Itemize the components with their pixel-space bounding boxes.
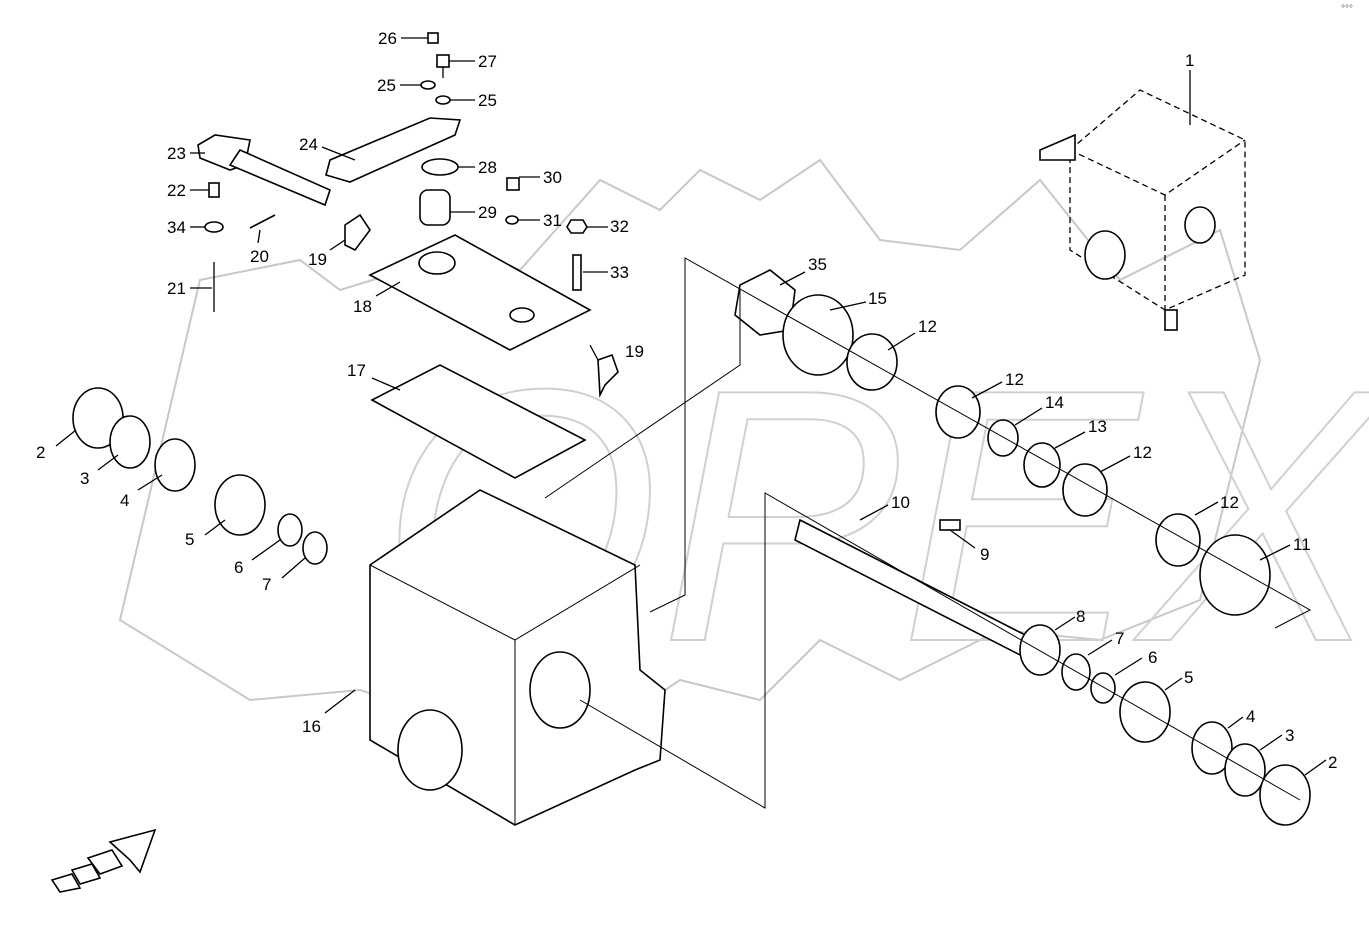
- callout-7: 7: [262, 575, 271, 594]
- part-25-washer: [435, 95, 451, 105]
- part-8-collar: [1019, 624, 1061, 676]
- callout-6: 6: [234, 558, 243, 577]
- part-1-gearbox: [1069, 89, 1246, 311]
- corner-mark: °°°: [1341, 4, 1353, 15]
- callout-12: 12: [1005, 370, 1024, 389]
- callout-4: 4: [120, 491, 129, 510]
- part-7-ring: [302, 531, 328, 565]
- part-17-gasket: [370, 364, 587, 479]
- callout-10: 10: [891, 493, 910, 512]
- assembly-bracket-line: [649, 257, 1312, 629]
- lever-shaft: [228, 148, 331, 207]
- part-30-bolt: [506, 177, 520, 191]
- callouts: 26 27 25 25 24 23 28 30 22 29 31 32 34 2…: [36, 29, 1337, 776]
- callout-2: 2: [36, 443, 45, 462]
- callout-8: 8: [1076, 607, 1085, 626]
- part-6-clip: [1090, 672, 1116, 704]
- callout-24: 24: [299, 135, 318, 154]
- callout-9: 9: [980, 545, 989, 564]
- callout-1: 1: [1185, 51, 1194, 70]
- part-15-gear: [782, 294, 854, 376]
- callout-12: 12: [1220, 493, 1239, 512]
- part-19-fork: [597, 353, 619, 399]
- callout-13: 13: [1088, 417, 1107, 436]
- callout-27: 27: [478, 52, 497, 71]
- part-6-clip: [277, 513, 303, 547]
- callout-31: 31: [543, 211, 562, 230]
- part-12-bearing: [1155, 513, 1201, 567]
- callout-7: 7: [1115, 629, 1124, 648]
- part-26-nut: [427, 32, 439, 44]
- part-33-stud: [572, 254, 582, 291]
- callout-5: 5: [1184, 668, 1193, 687]
- callout-34: 34: [167, 218, 186, 237]
- part-4-ring: [1191, 721, 1233, 775]
- left-bearing-stack: [72, 387, 328, 565]
- shaft-gear-stack: [544, 257, 1312, 826]
- callout-19: 19: [308, 250, 327, 269]
- callout-25: 25: [478, 91, 497, 110]
- callout-23: 23: [167, 144, 186, 163]
- callout-12: 12: [1133, 443, 1152, 462]
- callout-22: 22: [167, 181, 186, 200]
- part-19-fork: [344, 213, 371, 252]
- part-3-circlip: [1224, 743, 1266, 797]
- lever-bracket-assembly: [197, 32, 619, 479]
- part-32-nut: [566, 219, 588, 234]
- callout-6: 6: [1148, 648, 1157, 667]
- part-12-bearing: [846, 333, 898, 391]
- part-24-plate: [325, 117, 462, 183]
- callout-21: 21: [167, 279, 186, 298]
- part-14-spacer: [987, 419, 1019, 457]
- callout-16: 16: [302, 717, 321, 736]
- callout-29: 29: [478, 203, 497, 222]
- part-28-oring: [421, 158, 459, 176]
- callout-17: 17: [347, 361, 366, 380]
- callout-25: 25: [377, 76, 396, 95]
- callout-32: 32: [610, 217, 629, 236]
- part-3-circlip: [109, 415, 151, 469]
- part-20-pin: [249, 214, 276, 229]
- callout-33: 33: [610, 263, 629, 282]
- part-25-washer: [420, 80, 436, 90]
- direction-arrow-icon: [50, 828, 157, 893]
- part-13-circlip: [1023, 442, 1061, 488]
- callout-3: 3: [80, 469, 89, 488]
- watermark: OPEX: [118, 158, 1369, 722]
- part-5-bearing: [1119, 681, 1171, 743]
- gearbox-housing: [369, 489, 666, 826]
- callout-3: 3: [1285, 726, 1294, 745]
- callout-12: 12: [918, 317, 937, 336]
- part-34-washer: [204, 221, 224, 233]
- part-31-washer: [505, 215, 519, 225]
- part-22-pin: [208, 182, 220, 198]
- callout-15: 15: [868, 289, 887, 308]
- callout-26: 26: [378, 29, 397, 48]
- part-11-gear: [1199, 534, 1271, 616]
- housing-bore-right: [529, 651, 591, 729]
- assembled-gearbox: [1039, 89, 1246, 331]
- callout-18: 18: [353, 297, 372, 316]
- part-29-bushing: [419, 189, 451, 226]
- callout-2: 2: [1328, 753, 1337, 772]
- part-2-seal: [1259, 764, 1311, 826]
- callout-19: 19: [625, 342, 644, 361]
- callout-30: 30: [543, 168, 562, 187]
- callout-4: 4: [1246, 707, 1255, 726]
- callout-14: 14: [1045, 393, 1064, 412]
- callout-5: 5: [185, 530, 194, 549]
- callout-28: 28: [478, 158, 497, 177]
- callout-20: 20: [250, 247, 269, 266]
- part-4-ring: [154, 438, 196, 492]
- part-9-key: [939, 519, 961, 531]
- callout-35: 35: [808, 255, 827, 274]
- housing-bore-left: [397, 709, 463, 791]
- part-5-bearing: [214, 474, 266, 536]
- part-27-bolt-head: [436, 54, 450, 68]
- callout-11: 11: [1293, 535, 1311, 554]
